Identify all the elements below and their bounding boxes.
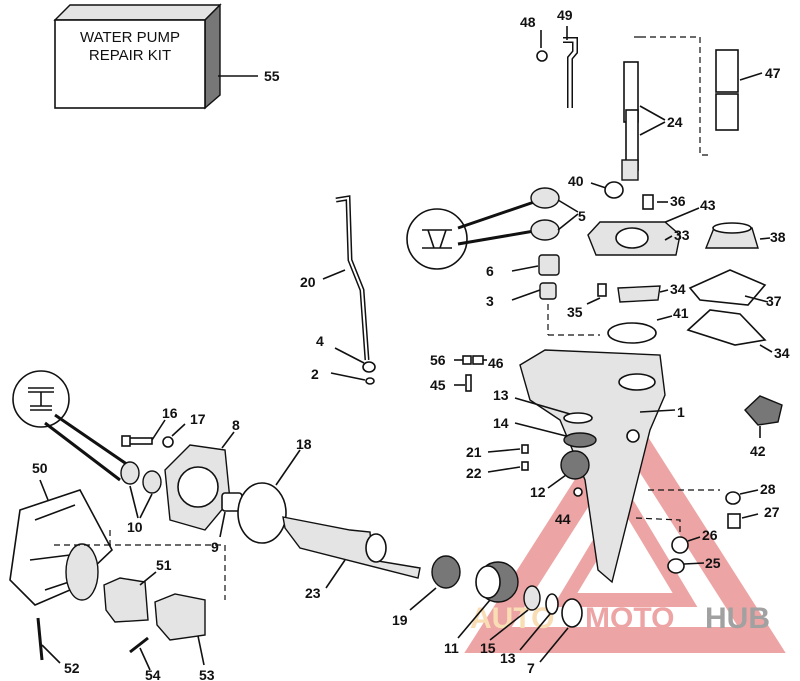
callout-44: 44	[555, 511, 571, 527]
callout-labels: 55 48 49 47 24 40 36 43 5 33 38 6 20 34 …	[32, 7, 790, 681]
callout-52: 52	[64, 660, 80, 676]
callout-13b: 13	[500, 650, 516, 666]
callout-50: 50	[32, 460, 48, 476]
callout-24: 24	[667, 114, 683, 130]
callout-47: 47	[765, 65, 781, 81]
callout-56: 56	[430, 352, 446, 368]
callout-43: 43	[700, 197, 716, 213]
callout-45: 45	[430, 377, 446, 393]
callout-27: 27	[764, 504, 780, 520]
watermark-moto: MOTO	[585, 602, 674, 635]
callout-18: 18	[296, 436, 312, 452]
kit-label-line1: WATER PUMP	[80, 29, 180, 46]
driveshaft-parts	[536, 26, 763, 181]
callout-21: 21	[466, 444, 482, 460]
callout-26: 26	[702, 527, 718, 543]
callout-55: 55	[264, 68, 280, 84]
water-pump-repair-kit-box: WATER PUMP REPAIR KIT	[53, 3, 258, 110]
callout-48: 48	[520, 14, 536, 30]
callout-5: 5	[578, 208, 586, 224]
gearcase-housing	[454, 349, 783, 584]
kit-label-line2: REPAIR KIT	[89, 47, 171, 64]
watermark-hub: HUB	[705, 602, 770, 635]
callout-54: 54	[145, 667, 161, 681]
watermark-triangle	[464, 400, 786, 653]
callout-13a: 13	[493, 387, 509, 403]
water-pump-parts	[406, 181, 773, 353]
callout-46: 46	[488, 355, 504, 371]
callout-12: 12	[530, 484, 546, 500]
callout-33: 33	[674, 227, 690, 243]
callout-7: 7	[527, 660, 535, 676]
callout-9: 9	[211, 539, 219, 555]
callout-37: 37	[766, 293, 782, 309]
callout-14: 14	[493, 415, 509, 431]
callout-4: 4	[316, 333, 324, 349]
callout-10: 10	[127, 519, 143, 535]
callout-11: 11	[444, 640, 459, 656]
callout-22: 22	[466, 465, 482, 481]
callout-53: 53	[199, 667, 215, 681]
callout-41: 41	[673, 305, 689, 321]
propeller-group	[9, 370, 301, 671]
callout-15: 15	[480, 640, 496, 656]
shift-rod	[322, 195, 376, 385]
callout-38: 38	[770, 229, 786, 245]
watermark-auto: AUTO	[470, 602, 554, 635]
callout-35: 35	[567, 304, 583, 320]
callout-16: 16	[162, 405, 178, 421]
callout-42: 42	[750, 443, 766, 459]
propeller-shaft-group	[282, 516, 583, 663]
callout-28: 28	[760, 481, 776, 497]
callout-34b: 34	[774, 345, 790, 361]
callout-2: 2	[311, 366, 319, 382]
callout-17: 17	[190, 411, 206, 427]
callout-23: 23	[305, 585, 321, 601]
callout-49: 49	[557, 7, 573, 23]
callout-40: 40	[568, 173, 584, 189]
callout-19: 19	[392, 612, 408, 628]
callout-25: 25	[705, 555, 721, 571]
callout-3: 3	[486, 293, 494, 309]
callout-8: 8	[232, 417, 240, 433]
callout-1: 1	[677, 404, 685, 420]
callout-51: 51	[156, 557, 172, 573]
callout-34a: 34	[670, 281, 686, 297]
callout-20: 20	[300, 274, 316, 290]
callout-6: 6	[486, 263, 494, 279]
callout-36: 36	[670, 193, 686, 209]
